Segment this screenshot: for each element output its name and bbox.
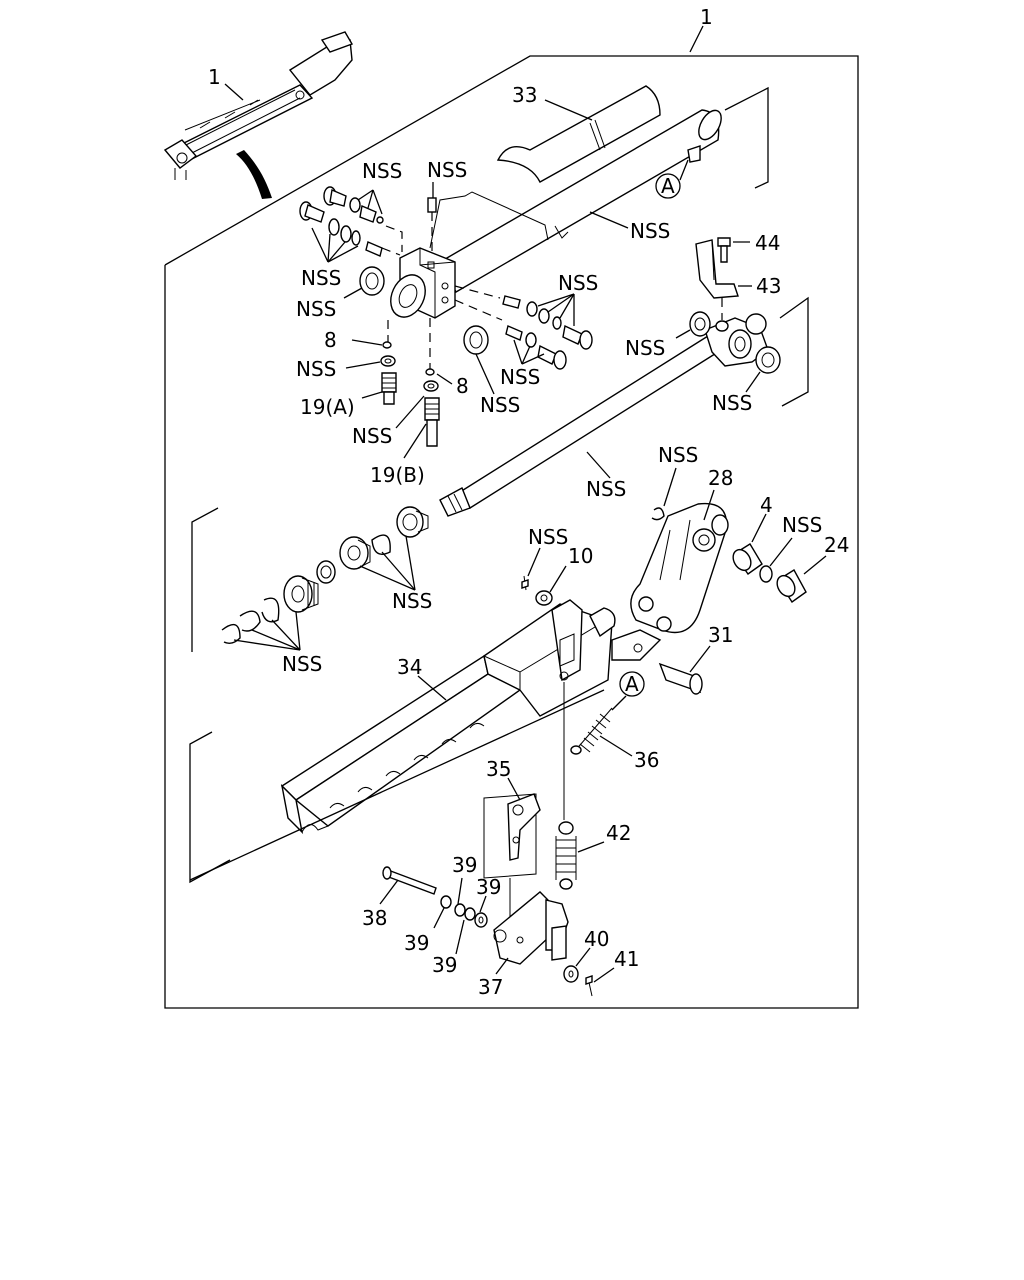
bearing-seal-group (221, 506, 429, 645)
spring-42 (555, 821, 577, 890)
bracket-on-34 (551, 599, 583, 682)
callout-36: 36 (634, 748, 659, 772)
callout-19a: 19(A) (300, 395, 355, 419)
label-nss-1: NSS (362, 159, 402, 183)
callout-39-left: 39 (404, 931, 429, 955)
bolts-right-group (502, 295, 593, 370)
bracket-43 (695, 239, 739, 299)
callout-34: 34 (397, 655, 422, 679)
lever-35 (483, 793, 541, 879)
label-nss-8: NSS (558, 271, 598, 295)
callout-1-inset: 1 (208, 65, 221, 89)
callout-35: 35 (486, 757, 511, 781)
label-nss-12: NSS (586, 477, 626, 501)
label-nss-16: NSS (782, 513, 822, 537)
diagram-frame (164, 55, 859, 1009)
callout-38: 38 (362, 906, 387, 930)
lever-28 (630, 502, 729, 634)
label-nss-4: NSS (296, 297, 336, 321)
callout-arrow (236, 150, 272, 199)
callout-37: 37 (478, 975, 503, 999)
label-nss-13: NSS (392, 589, 432, 613)
label-nss-17: NSS (528, 525, 568, 549)
label-nss-11: NSS (712, 391, 752, 415)
callout-39-right: 39 (476, 875, 501, 899)
pin-31 (658, 662, 703, 695)
label-nss-9: NSS (500, 365, 540, 389)
callout-8b: 8 (456, 374, 469, 398)
label-nss-14: NSS (282, 652, 322, 676)
callout-42: 42 (606, 821, 631, 845)
label-nss-10: NSS (625, 336, 665, 360)
callout-39-bottom: 39 (432, 953, 457, 977)
label-nss-15: NSS (658, 443, 698, 467)
label-nss-6: NSS (352, 424, 392, 448)
label-nss-2: NSS (427, 158, 467, 182)
label-nss-tube: NSS (630, 219, 670, 243)
label-nss-3: NSS (301, 266, 341, 290)
spring-36 (570, 707, 613, 755)
column-housing-block (390, 247, 456, 319)
callout-4: 4 (760, 493, 773, 517)
callout-8a: 8 (324, 328, 337, 352)
callout-19b: 19(B) (370, 463, 425, 487)
bolts-left-group (299, 186, 384, 257)
bolt-44 (717, 237, 731, 263)
sensor-19a (381, 372, 397, 405)
cover-part-33 (496, 85, 661, 183)
callout-24: 24 (824, 533, 849, 557)
callout-43: 43 (756, 274, 781, 298)
callout-44: 44 (755, 231, 780, 255)
sensor-19b (424, 397, 440, 447)
callout-10: 10 (568, 544, 593, 568)
bush-4 (732, 543, 763, 575)
bush-24 (776, 569, 807, 603)
ref-A-lower: A (625, 672, 639, 696)
callout-31: 31 (708, 623, 733, 647)
callout-28: 28 (708, 466, 733, 490)
callout-1-top: 1 (700, 5, 713, 29)
callout-39-top: 39 (452, 853, 477, 877)
upper-tube (439, 109, 722, 293)
assembly-thumbnail (163, 31, 354, 180)
label-nss-5: NSS (296, 357, 336, 381)
callout-33: 33 (512, 83, 537, 107)
callout-40: 40 (584, 927, 609, 951)
ref-A-upper: A (661, 174, 675, 198)
bracket-37 (493, 891, 569, 965)
pin-38 (382, 866, 437, 895)
label-nss-7: NSS (480, 393, 520, 417)
callout-41: 41 (614, 947, 639, 971)
